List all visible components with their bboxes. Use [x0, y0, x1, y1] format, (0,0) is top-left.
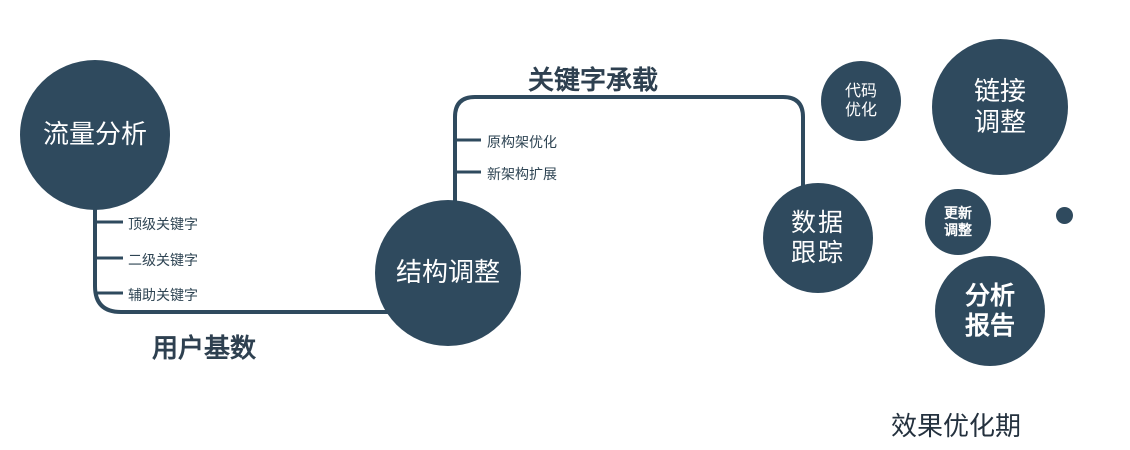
node-traffic-analysis-label: 流量分析	[42, 119, 147, 150]
traffic-branch-ticks	[95, 220, 123, 295]
node-link-adjustment-line1: 链接	[973, 75, 1026, 106]
connector-structure-to-data-tracking	[453, 95, 805, 232]
node-update-adjustment-line1: 更新	[944, 205, 972, 222]
small-dot-marker	[1056, 207, 1073, 224]
structure-branch-ticks	[455, 138, 481, 174]
edge-label-keyword-carry: 关键字承载	[528, 65, 659, 95]
phase-label-effect-optimization: 效果优化期	[891, 411, 1022, 441]
node-code-optimization-line2: 优化	[844, 102, 877, 119]
node-code-optimization: 代码 优化	[821, 61, 901, 141]
connector-traffic-to-structure	[93, 192, 420, 314]
edge-label-user-base: 用户基数	[152, 333, 257, 363]
node-structure-adjustment-label: 结构调整	[395, 257, 500, 288]
branch-label-top-keywords: 顶级关键字	[128, 216, 198, 232]
node-link-adjustment: 链接 调整	[932, 39, 1068, 175]
branch-label-aux-keywords: 辅助关键字	[128, 287, 198, 303]
node-traffic-analysis: 流量分析	[20, 60, 170, 210]
branch-label-second-keywords: 二级关键字	[128, 252, 198, 268]
node-data-tracking-line2: 跟踪	[790, 239, 845, 267]
node-link-adjustment-line2: 调整	[973, 107, 1026, 137]
branch-label-original-arch: 原构架优化	[487, 134, 557, 150]
node-analysis-report-line2: 报告	[964, 312, 1015, 340]
node-code-optimization-line1: 代码	[844, 82, 877, 100]
node-structure-adjustment: 结构调整	[375, 200, 521, 346]
branch-label-new-arch: 新架构扩展	[487, 166, 557, 182]
node-analysis-report: 分析 报告	[935, 256, 1045, 366]
node-analysis-report-line1: 分析	[964, 282, 1015, 310]
node-update-adjustment: 更新 调整	[925, 189, 991, 255]
node-data-tracking-line1: 数据	[790, 209, 845, 237]
node-data-tracking: 数据 跟踪	[763, 183, 873, 293]
node-update-adjustment-line2: 调整	[944, 222, 972, 238]
